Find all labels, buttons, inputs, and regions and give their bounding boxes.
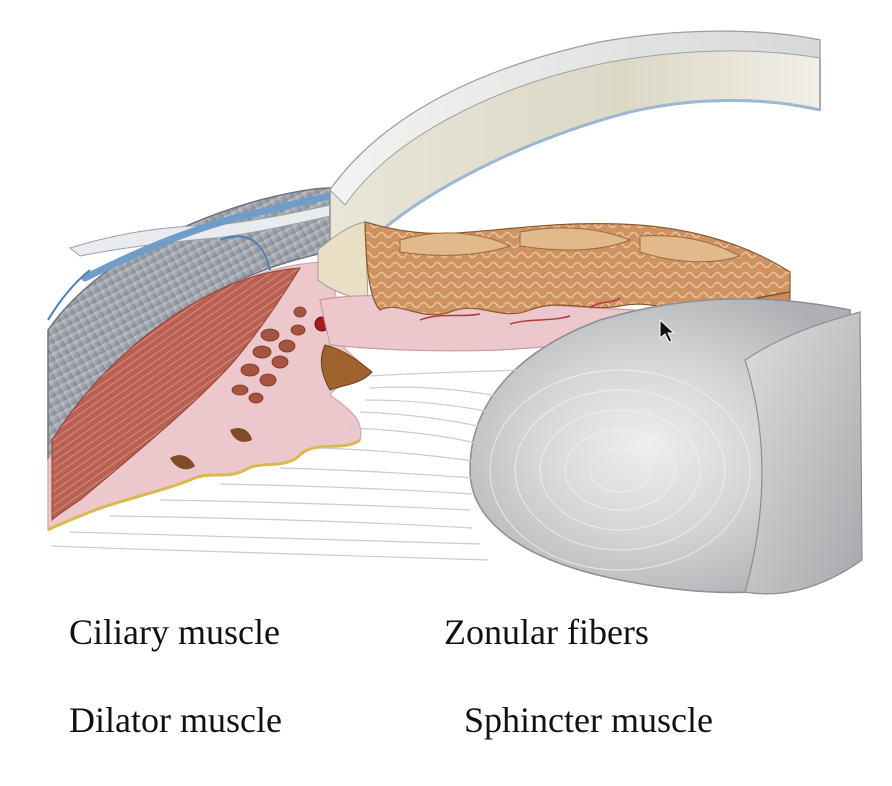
zonular-fibers xyxy=(51,367,561,561)
blood-vessel-branch-2 xyxy=(47,269,91,321)
blood-vessel xyxy=(81,192,334,282)
ciliary-epithelium xyxy=(47,438,361,532)
label-dilator-muscle: Dilator muscle xyxy=(69,700,282,740)
iris-vessels xyxy=(419,297,621,325)
ciliary-processes xyxy=(231,306,307,404)
ciliary-muscle xyxy=(51,267,301,522)
lens-cut-face xyxy=(744,311,863,595)
label-ciliary-muscle: Ciliary muscle xyxy=(69,612,280,652)
cornea-endothelium xyxy=(358,99,821,252)
eye-anatomy-illustration xyxy=(47,30,863,595)
mouse-pointer-icon xyxy=(659,318,676,343)
lens-lamellae xyxy=(489,369,751,571)
iris-crests xyxy=(399,227,742,263)
ciliary-fold-2 xyxy=(170,455,195,470)
ciliary-fold-3 xyxy=(230,428,252,442)
cornea-top-face xyxy=(329,30,821,206)
label-sphincter-muscle: Sphincter muscle xyxy=(464,700,713,740)
label-zonular-fibers: Zonular fibers xyxy=(444,612,649,652)
ciliary-folds xyxy=(320,344,373,391)
